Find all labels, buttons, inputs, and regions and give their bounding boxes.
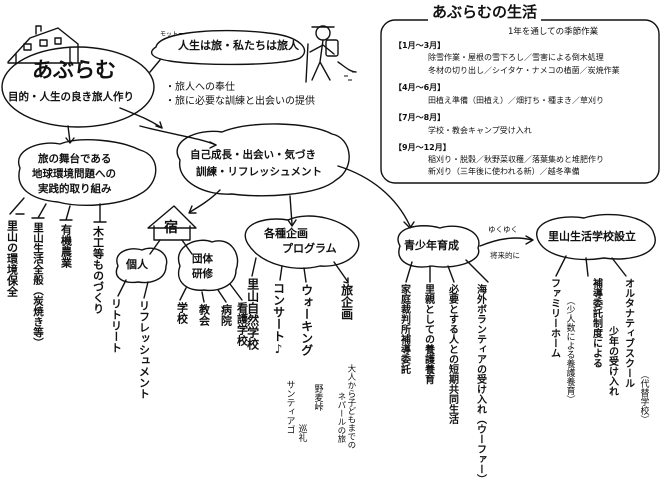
season-2-head: 【4月～6月】 bbox=[394, 83, 446, 92]
youth-arrow-lower: 将来的に bbox=[490, 251, 520, 260]
personal-cloud bbox=[115, 247, 168, 284]
program-walking-nomugi: 野麦峠 bbox=[312, 384, 323, 411]
stage-line-2: 地球環境問題への bbox=[32, 168, 116, 180]
hiker-icon bbox=[305, 25, 357, 83]
youth-item-family-court: 家庭裁判所補導委託 bbox=[398, 284, 410, 374]
lodging-item-church: 教会 bbox=[197, 304, 211, 326]
brand-name: あぶらむ bbox=[32, 58, 116, 82]
season-4-head: 【9月～12月】 bbox=[394, 143, 451, 152]
growth-line-1: 自己成長・出会い・気づき bbox=[190, 149, 316, 161]
season-4-line-2: 新刈り（三年後に使われる新）／越冬準備 bbox=[428, 167, 580, 176]
program-concert: コンサート♪ bbox=[271, 282, 286, 356]
school-item-guidance-1: 補導委託制度による bbox=[590, 278, 602, 368]
programs-cloud bbox=[244, 215, 360, 269]
school-item-alternative-sub: （代替学校） bbox=[638, 370, 649, 424]
motto-bubble bbox=[150, 29, 306, 66]
program-walking-pilgrimage: 巡礼 bbox=[296, 424, 307, 442]
group-cloud bbox=[177, 239, 239, 292]
season-2-line-1: 田植え準備（田植え）／畑打ち・種まき／草刈り bbox=[428, 96, 604, 105]
program-satoyama-school: 里山自然学校 bbox=[245, 278, 260, 350]
lodging-roof bbox=[147, 205, 197, 229]
season-4-line-1: 稲刈り・脱穀／秋野菜収穫／落葉集めと堆肥作り bbox=[428, 155, 604, 164]
youth-item-volunteer: 海外ボランティアの受け入れ（ウーファー） bbox=[474, 284, 486, 484]
life-title: あぶらむの生活 bbox=[428, 3, 542, 22]
stage-item-life: 里山生活全般（炭焼き等） bbox=[32, 222, 45, 348]
motto-text: 人生は旅・私たちは旅人 bbox=[178, 39, 299, 52]
brand-cloud bbox=[1, 46, 155, 128]
lodging-group-label-2: 研修 bbox=[192, 268, 213, 280]
season-1-head: 【1月～3月】 bbox=[394, 41, 446, 50]
stage-line-1: 旅の舞台である bbox=[38, 153, 112, 165]
youth-cloud bbox=[397, 225, 480, 268]
brand-purpose: 目的・人生の良き旅人作り bbox=[8, 91, 134, 103]
youth-item-short-term: 必要とする人との短期共同生活 bbox=[446, 284, 458, 424]
school-item-family-home: ファミリーホーム bbox=[548, 278, 560, 358]
service-line-2: ・旅に必要な訓練と出会いの提供 bbox=[165, 96, 315, 107]
lodging-title: 宿 bbox=[164, 220, 178, 236]
growth-line-2: 訓練・リフレッシュメント bbox=[196, 166, 322, 178]
program-walking-santiago: サンティアゴ bbox=[284, 380, 295, 434]
program-travel: 旅企画 bbox=[339, 284, 354, 320]
lodging-item-retreat: リトリート bbox=[109, 298, 123, 353]
season-1-line-2: 冬材の切り出し／シイタケ・ナメコの植菌／炭焼作業 bbox=[428, 66, 620, 75]
programs-title-1: 各種企画 bbox=[264, 227, 308, 240]
house-icon bbox=[7, 25, 83, 65]
stage-item-woodwork: 木工等ものづくり bbox=[91, 226, 105, 314]
stage-item-satoyama: 里山の環境保全 bbox=[5, 220, 19, 297]
programs-title-2: プログラム bbox=[282, 242, 337, 255]
school-item-family-home-sub: （少人数による養護養育） bbox=[564, 296, 575, 404]
lodging-item-nursing-school: 看護学校 bbox=[235, 302, 249, 346]
lodging-group-label-1: 団体 bbox=[192, 253, 213, 265]
school-title: 里山生活学校設立 bbox=[548, 230, 636, 243]
season-1-line-1: 除雪作業・屋根の雪下ろし／雪害による倒木処理 bbox=[428, 53, 604, 62]
school-cloud bbox=[535, 213, 656, 261]
program-travel-sub-2: ネパールの旅 bbox=[335, 392, 346, 443]
season-3-head: 【7月～8月】 bbox=[394, 113, 446, 122]
lodging-item-hospital: 病院 bbox=[219, 304, 233, 326]
youth-item-foster: 里親としての養護養育 bbox=[422, 284, 434, 384]
youth-title: 青少年育成 bbox=[404, 239, 459, 252]
program-walking: ウォーキング bbox=[299, 284, 314, 356]
youth-arrow-upper: ゆくゆく bbox=[488, 225, 518, 234]
stage-cloud bbox=[17, 139, 157, 206]
lodging-personal-label: 個人 bbox=[126, 258, 148, 271]
motto-ruby: モットー bbox=[160, 31, 185, 38]
stage-line-3: 実践的取り組み bbox=[38, 183, 112, 195]
stage-item-organic: 有機農業 bbox=[59, 224, 73, 268]
season-3-line-1: 学校・教会キャンプ受け入れ bbox=[428, 126, 532, 135]
lodging-item-refresh: リフレッシュメント bbox=[137, 300, 151, 399]
lodging-item-school: 学校 bbox=[175, 302, 189, 324]
program-travel-sub-1: 大人から子どもまでの bbox=[345, 364, 356, 449]
life-subtitle: 1年を通しての季節作業 bbox=[508, 27, 599, 37]
service-line-1: ・旅人への奉仕 bbox=[165, 82, 235, 93]
growth-cloud bbox=[176, 123, 350, 197]
school-item-guidance-2: 少年の受け入れ bbox=[606, 326, 618, 396]
school-item-alternative: オルタナティブスクール bbox=[622, 278, 634, 388]
